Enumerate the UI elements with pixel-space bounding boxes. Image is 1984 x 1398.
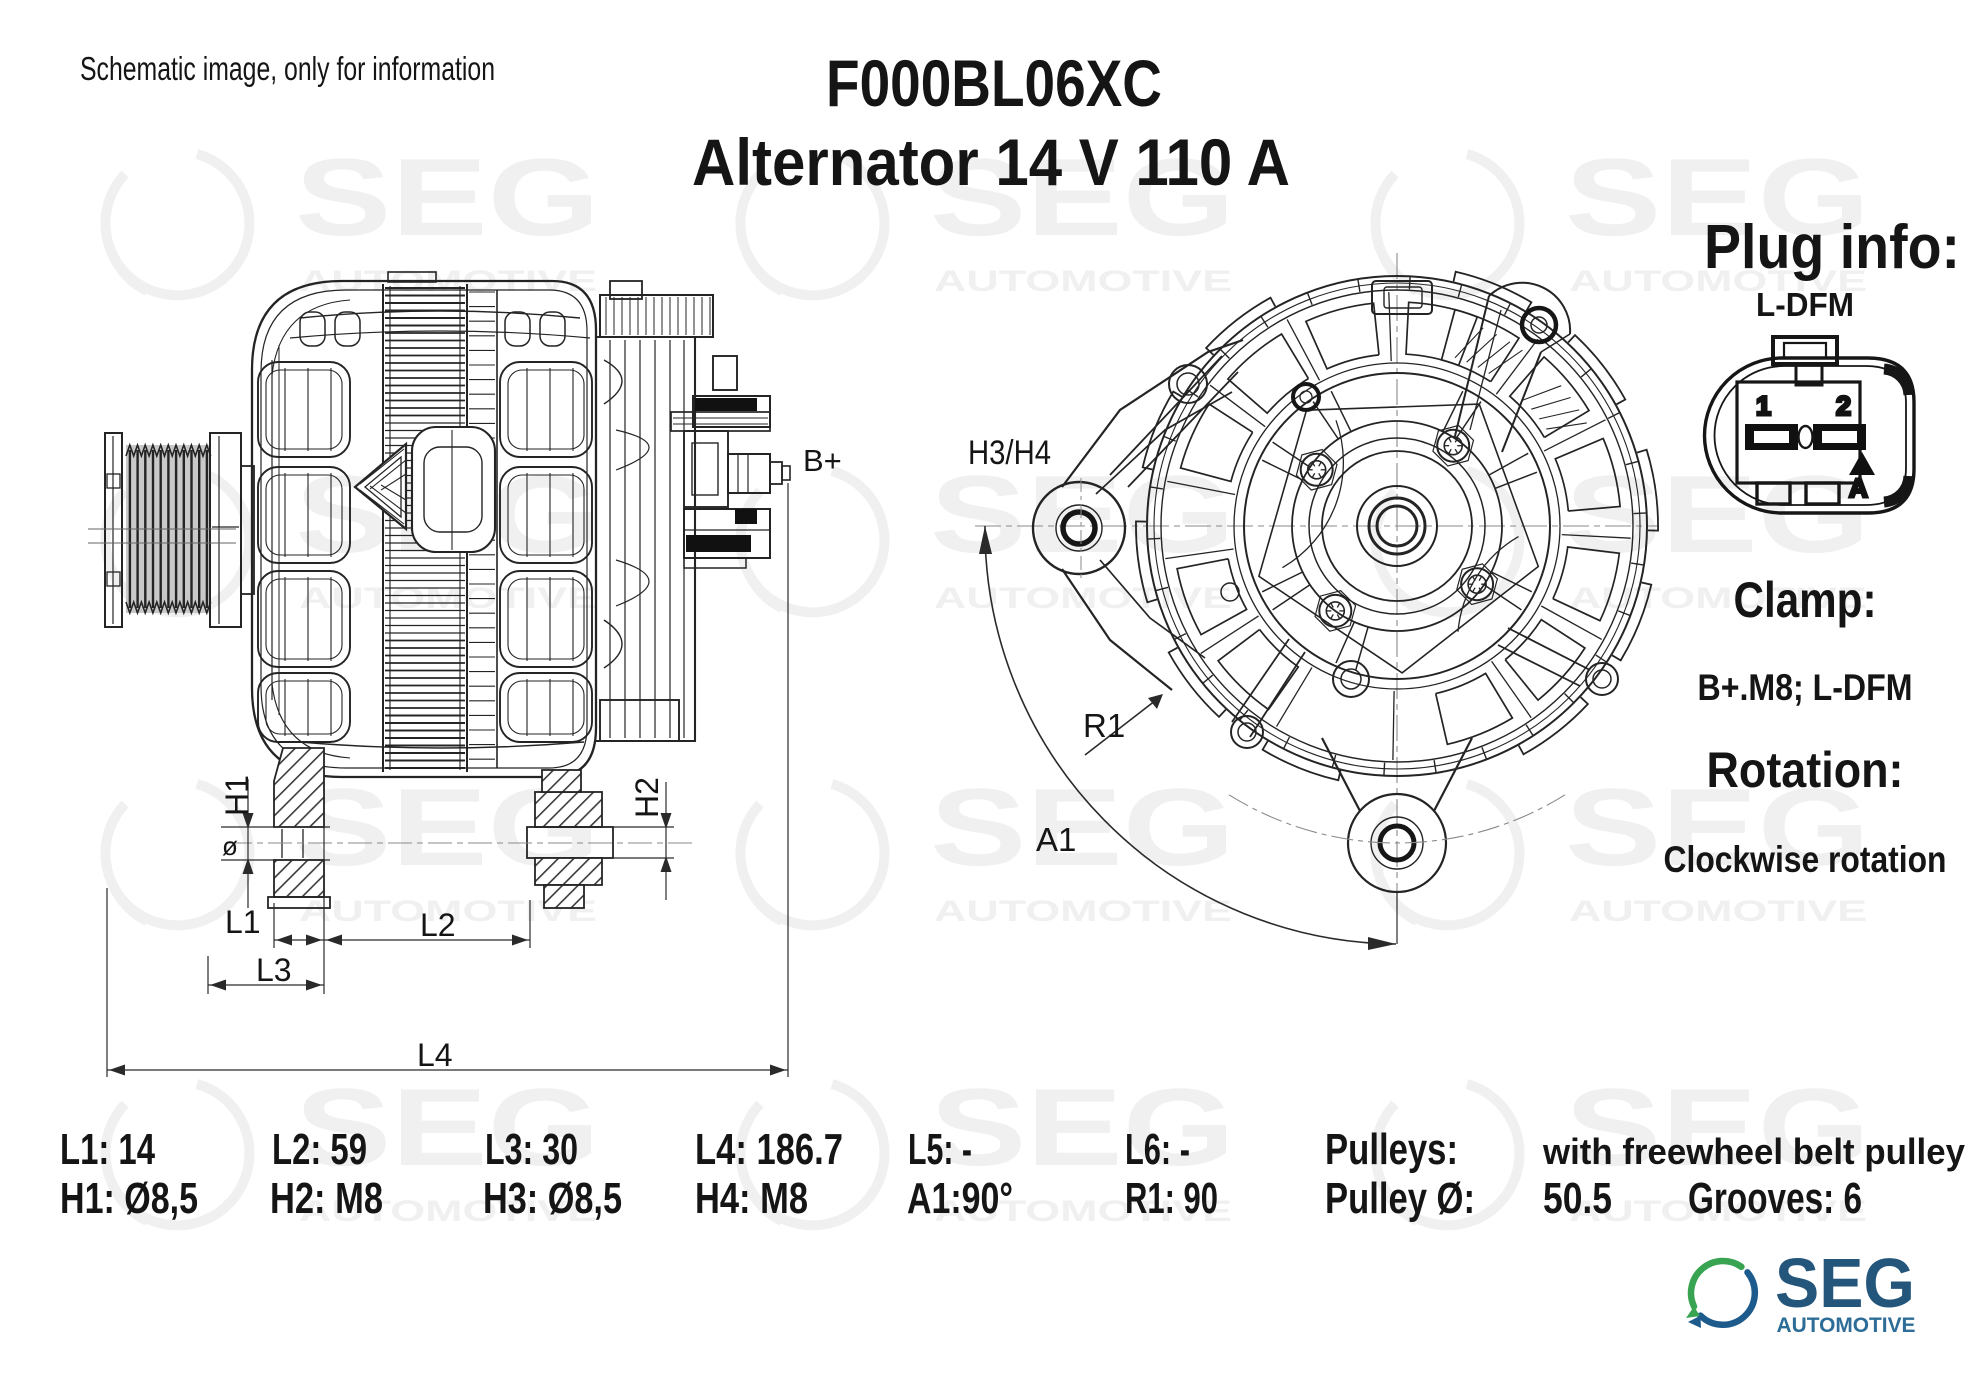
- svg-text:L-DFM: L-DFM: [1756, 286, 1854, 323]
- svg-text:H2: H2: [629, 777, 665, 818]
- svg-text:with freewheel belt pulley: with freewheel belt pulley: [1542, 1131, 1965, 1172]
- svg-text:A: A: [1849, 473, 1868, 503]
- svg-text:Rotation:: Rotation:: [1707, 742, 1904, 798]
- svg-text:Clamp:: Clamp:: [1734, 572, 1877, 628]
- svg-text:Grooves: 6: Grooves: 6: [1688, 1174, 1862, 1223]
- svg-text:Alternator 14 V 110 A: Alternator 14 V 110 A: [692, 125, 1290, 199]
- svg-text:50.5: 50.5: [1543, 1174, 1612, 1223]
- svg-text:Schematic image, only for info: Schematic image, only for information: [80, 50, 495, 87]
- svg-text:H3/H4: H3/H4: [968, 434, 1051, 472]
- svg-text:A1:90°: A1:90°: [907, 1174, 1013, 1223]
- svg-text:L2: 59: L2: 59: [272, 1125, 367, 1174]
- svg-text:1: 1: [1756, 391, 1771, 421]
- svg-text:L2: L2: [420, 907, 456, 943]
- svg-text:2: 2: [1836, 391, 1851, 421]
- svg-text:ø: ø: [222, 831, 238, 861]
- svg-text:B+.M8; L-DFM: B+.M8; L-DFM: [1698, 667, 1913, 708]
- svg-text:AUTOMOTIVE: AUTOMOTIVE: [1777, 1314, 1916, 1337]
- svg-text:H1: H1: [219, 775, 255, 816]
- svg-text:L1: 14: L1: 14: [60, 1125, 155, 1174]
- svg-text:L1: L1: [225, 904, 261, 940]
- svg-text:H2: M8: H2: M8: [270, 1174, 383, 1223]
- svg-text:Plug info:: Plug info:: [1704, 213, 1960, 282]
- svg-text:A1: A1: [1036, 821, 1076, 858]
- svg-text:Pulleys:: Pulleys:: [1325, 1125, 1458, 1174]
- svg-text:Pulley Ø:: Pulley Ø:: [1325, 1174, 1475, 1223]
- svg-text:H3: Ø8,5: H3: Ø8,5: [483, 1174, 622, 1223]
- svg-text:Clockwise rotation: Clockwise rotation: [1664, 839, 1947, 880]
- svg-text:L6: -: L6: -: [1125, 1125, 1190, 1174]
- svg-text:H1: Ø8,5: H1: Ø8,5: [60, 1174, 198, 1223]
- svg-text:L5: -: L5: -: [908, 1125, 972, 1174]
- svg-text:B+: B+: [803, 443, 842, 478]
- svg-text:L3: 30: L3: 30: [485, 1125, 578, 1174]
- svg-text:L4: 186.7: L4: 186.7: [695, 1125, 843, 1174]
- svg-text:SEG: SEG: [1775, 1244, 1915, 1322]
- svg-text:L3: L3: [256, 952, 292, 988]
- svg-text:R1: R1: [1083, 707, 1125, 744]
- svg-text:H4: M8: H4: M8: [695, 1174, 808, 1223]
- svg-text:L4: L4: [417, 1037, 453, 1073]
- svg-text:R1: 90: R1: 90: [1125, 1174, 1218, 1223]
- svg-text:F000BL06XC: F000BL06XC: [826, 46, 1162, 120]
